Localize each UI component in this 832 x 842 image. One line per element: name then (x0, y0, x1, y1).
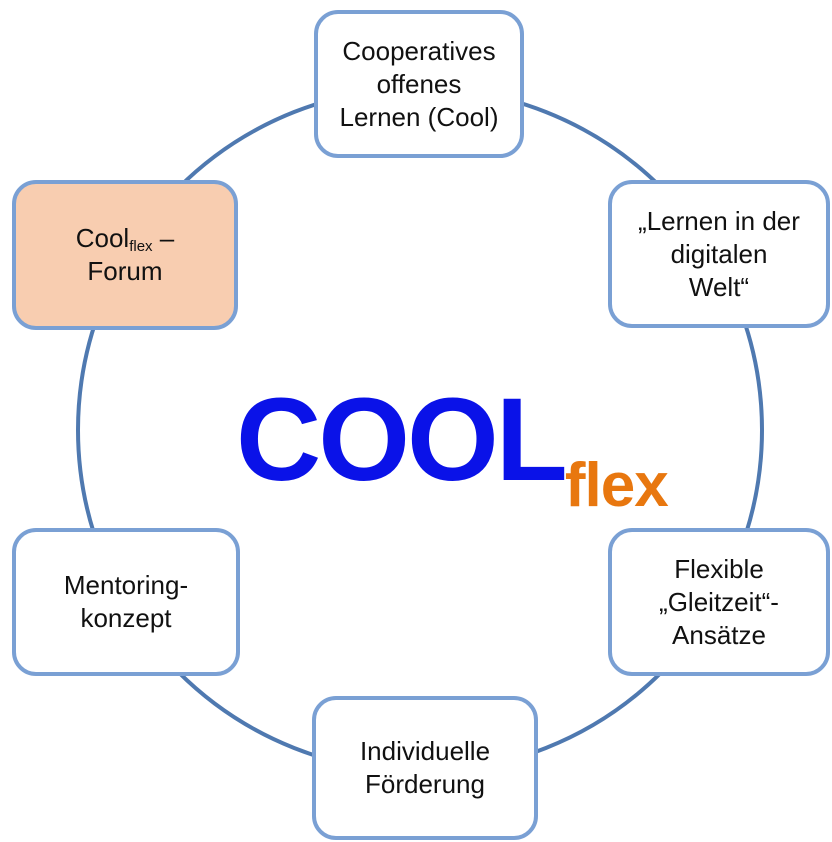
node-text: Individuelle Förderung (360, 735, 490, 801)
coolflex-logo: COOLflex (236, 380, 669, 520)
node-line: Ansätze (672, 619, 766, 650)
node-text: Mentoring- konzept (64, 569, 188, 635)
node-mentoringkonzept: Mentoring- konzept (12, 528, 240, 676)
node-flexible-gleitzeit: Flexible „Gleitzeit“- Ansätze (608, 528, 830, 676)
node-line: Flexible (674, 553, 764, 584)
logo-main-text: COOL (236, 374, 568, 506)
node-line: konzept (80, 603, 172, 633)
node-line: Lernen (Cool) (339, 101, 499, 132)
node-line: Cooperatives (342, 35, 496, 66)
logo-sub-text: flex (564, 451, 669, 520)
node-coolflex-forum: Coolflex – Forum (12, 180, 238, 330)
forum-dash: – (152, 223, 175, 253)
node-cooperatives-offenes-lernen: Cooperatives offenes Lernen (Cool) (314, 10, 524, 158)
node-line: Individuelle (359, 736, 491, 766)
node-line: „Gleitzeit“- (659, 586, 779, 617)
node-individuelle-foerderung: Individuelle Förderung (312, 696, 538, 840)
forum-base-text: Cool (75, 223, 130, 253)
node-line: offenes (376, 68, 462, 99)
forum-subscript: flex (129, 238, 153, 255)
node-text: Flexible „Gleitzeit“- Ansätze (659, 553, 779, 652)
node-line: Förderung (365, 769, 485, 799)
node-text: „Lernen in der digitalen Welt“ (638, 205, 800, 304)
node-line: digitalen (670, 238, 768, 269)
node-line: „Lernen in der (638, 205, 800, 236)
node-line: Mentoring- (63, 570, 189, 600)
node-line: Welt“ (688, 271, 750, 302)
node-text: Cooperatives offenes Lernen (Cool) (340, 35, 499, 134)
node-text: Coolflex – Forum (76, 222, 175, 288)
node-line: Forum (87, 256, 163, 286)
node-line: Coolflex – (76, 222, 175, 255)
node-lernen-digitale-welt: „Lernen in der digitalen Welt“ (608, 180, 830, 328)
